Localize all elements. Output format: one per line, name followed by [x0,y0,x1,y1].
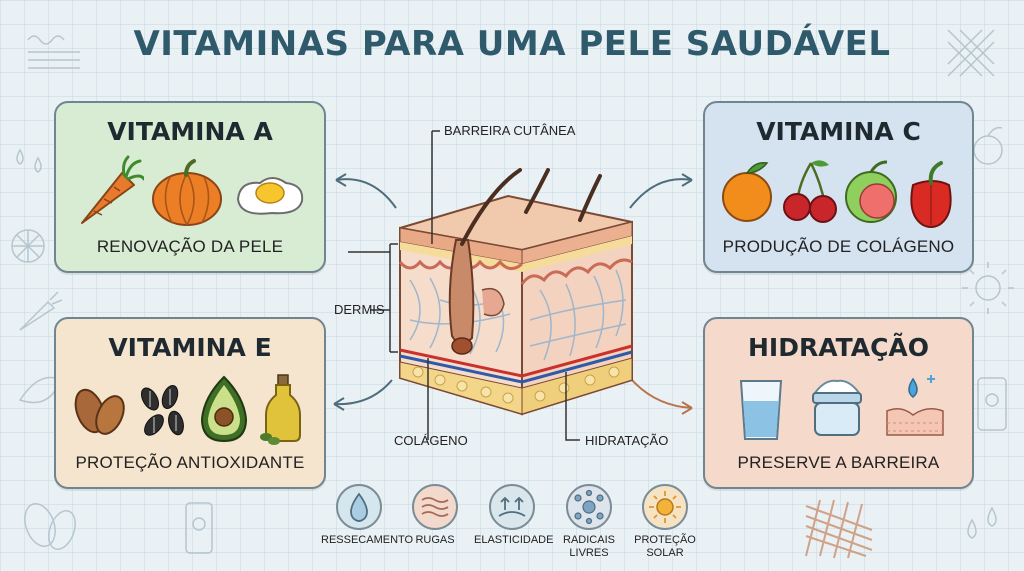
arrow-to-vitamin-c [629,178,693,209]
legend-label: RESSECAMENTO [321,534,414,546]
legend-icon-bg [336,484,382,530]
connector-arrows [333,173,693,411]
legend-label: RADICAIS LIVRES [563,534,615,559]
card-vitamin-e: VITAMINA E PROTEÇÃO ANTIOXIDANTE [54,317,326,489]
hair-strand-2 [524,168,550,214]
cherries-icon [783,160,837,223]
card-title: VITAMINA C [756,117,921,146]
card-title: VITAMINA A [107,117,273,146]
legend-icon-bg [642,484,688,530]
almonds-icon [74,388,125,435]
card-icons [56,371,324,445]
leader-hydration [565,372,580,441]
free-radicals-icon [574,489,604,525]
page-title: VITAMINAS PARA UMA PELE SAUDÁVEL [133,24,891,64]
elasticity-icon [498,496,526,517]
card-caption: RENOVAÇÃO DA PELE [96,237,284,256]
water-glass-icon [739,380,783,440]
legend-icon-bg [489,484,535,530]
avocado-icon [200,375,248,443]
drop-icon [350,492,368,522]
card-icons [705,371,972,445]
bell-pepper-icon [910,161,952,228]
legend-label: RUGAS [415,534,455,546]
legend-item-elasticidade: ELASTICIDADE [474,484,554,547]
legend-item-ressecamento: RESSECAMENTO [321,484,414,547]
legend-icon-bg [566,484,612,530]
label-hidratacao: HIDRATAÇÃO [585,433,669,448]
arrow-to-vitamin-e [333,379,393,406]
card-vitamin-c: VITAMINA C PRODUÇÃO DE COLÁGENO [703,101,974,273]
card-hydration: HIDRATAÇÃO PRESERVE A BARREIRA [703,317,974,489]
olive-oil-icon [260,374,301,445]
legend-label: PROTEÇÃO SOLAR [634,534,696,559]
card-title: HIDRATAÇÃO [747,333,930,362]
guava-icon [845,160,897,223]
legend-item-radicais-livres: RADICAIS LIVRES [551,484,627,560]
label-colageno: COLÁGENO [394,433,468,448]
carrot-icon [81,155,144,224]
card-caption: PRODUÇÃO DE COLÁGENO [722,237,955,256]
arrow-to-hydration [631,379,693,409]
legend-item-protecao-solar: PROTEÇÃO SOLAR [627,484,703,560]
hair-strand-3 [578,174,602,222]
cream-jar-icon [812,379,862,436]
sunflower-seeds-icon [140,384,184,436]
card-caption: PRESERVE A BARREIRA [737,453,940,472]
legend-item-rugas: RUGAS [397,484,473,547]
skin-droplet-icon [886,375,944,436]
card-title: VITAMINA E [108,333,272,362]
pumpkin-icon [152,159,222,226]
card-caption: PROTEÇÃO ANTIOXIDANTE [75,453,305,472]
label-dermis: DERMIS [334,302,385,317]
orange-icon [722,161,772,222]
wrinkle-icon [421,497,449,517]
legend-icon-bg [412,484,458,530]
leader-dermis [389,243,398,353]
sun-icon [649,491,681,523]
card-vitamin-a: VITAMINA A RENOVAÇÃO DA PELE [54,101,326,273]
card-icons [56,155,324,229]
label-barreira-cutanea: BARREIRA CUTÂNEA [444,123,576,138]
legend-label: ELASTICIDADE [474,534,554,546]
card-icons [705,155,972,229]
arrow-to-vitamin-a [335,178,397,209]
egg-icon [236,177,304,215]
hair-strand-1 [460,168,522,246]
